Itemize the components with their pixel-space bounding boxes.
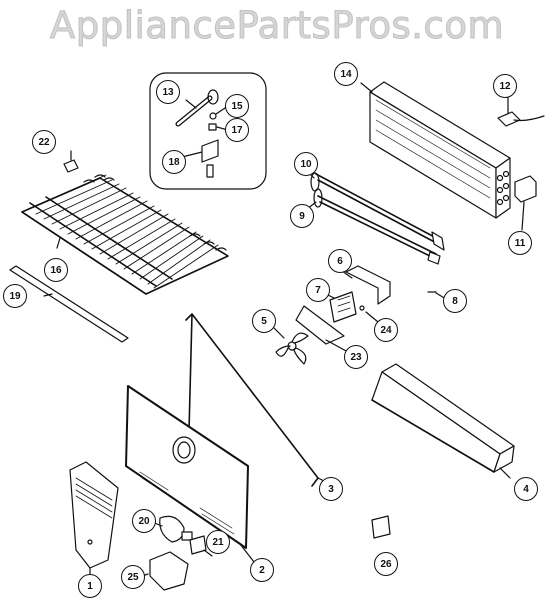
drain-trough-4 — [371, 363, 515, 479]
callout-4: 4 — [514, 477, 538, 501]
callout-21: 21 — [206, 530, 230, 554]
callout-9: 9 — [290, 204, 314, 228]
callout-10: 10 — [294, 152, 318, 176]
callout-20: 20 — [132, 509, 156, 533]
callout-15: 15 — [225, 94, 249, 118]
strip-19 — [9, 265, 129, 343]
callout-12: 12 — [493, 74, 517, 98]
timer-7 — [321, 291, 379, 323]
watermark-logo: AppliancePartsPros.com — [49, 4, 505, 48]
callout-14: 14 — [334, 62, 358, 86]
callout-17: 17 — [225, 118, 249, 142]
defrost-heater-9-10 — [301, 169, 445, 265]
callout-3: 3 — [319, 477, 343, 501]
callout-22: 22 — [32, 130, 56, 154]
callout-5: 5 — [252, 309, 276, 333]
bracket-23 — [295, 305, 345, 345]
callout-8: 8 — [443, 289, 467, 313]
callout-7: 7 — [306, 278, 330, 302]
back-panel-2 — [125, 385, 255, 563]
relay-11 — [514, 175, 537, 203]
callout-23: 23 — [344, 345, 368, 369]
callout-1: 1 — [78, 574, 102, 598]
fan-blade-5 — [271, 325, 309, 365]
clip-22 — [63, 159, 79, 173]
callout-6: 6 — [328, 249, 352, 273]
evaporator-14 — [360, 81, 511, 219]
callout-2: 2 — [250, 558, 274, 582]
bulb-20 — [151, 515, 193, 543]
bracket-6 — [345, 265, 391, 305]
wire-shelf-16 — [21, 174, 229, 295]
callout-18: 18 — [162, 150, 186, 174]
callout-11: 11 — [508, 231, 532, 255]
callout-19: 19 — [3, 284, 27, 308]
callout-24: 24 — [374, 318, 398, 342]
callout-16: 16 — [44, 258, 68, 282]
lens-25 — [149, 551, 189, 591]
cap-26 — [371, 515, 391, 539]
callout-13: 13 — [156, 80, 180, 104]
callout-26: 26 — [374, 552, 398, 576]
thermostat-12 — [497, 95, 545, 127]
callout-25: 25 — [121, 565, 145, 589]
socket-21 — [189, 535, 207, 555]
vent-cover-1 — [69, 461, 119, 575]
